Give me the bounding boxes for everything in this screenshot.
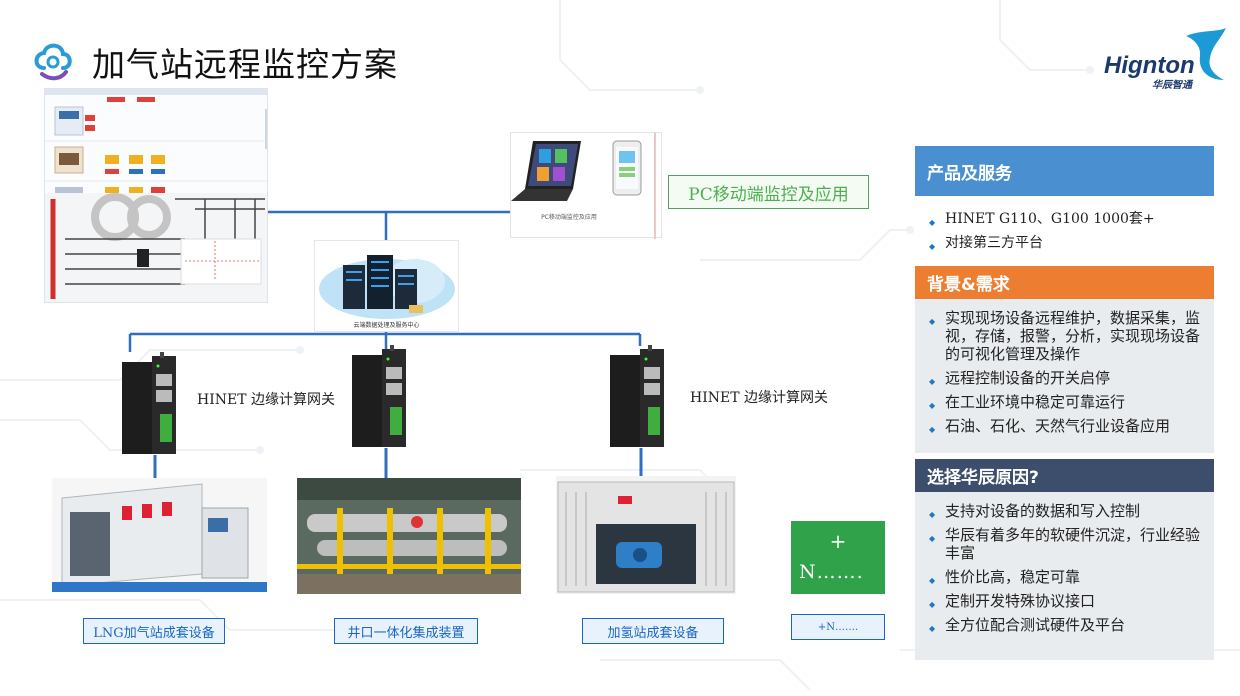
diamond-bullet-icon: ◆: [929, 425, 936, 434]
why-list: ◆支持对设备的数据和写入控制 ◆华辰有着多年的软硬件沉淀，行业经验丰富 ◆性价比…: [915, 492, 1214, 660]
list-item: ◆定制开发特殊协议接口: [927, 592, 1206, 610]
diamond-bullet-icon: ◆: [929, 510, 936, 519]
list-item: ◆HINET G110、G100 1000套+: [927, 210, 1206, 228]
list-item: ◆支持对设备的数据和写入控制: [927, 502, 1206, 520]
hignton-logo: Hignton 华辰智通: [1100, 26, 1232, 91]
laptop-caption: PC移动端监控及应用: [541, 214, 597, 221]
wellhead-equipment-image: [297, 478, 521, 594]
diamond-bullet-icon: ◆: [929, 600, 936, 609]
hydrogen-equipment-image: [556, 476, 736, 594]
list-item: ◆全方位配合测试硬件及平台: [927, 616, 1206, 634]
background-panel: 背景&需求 ◆实现现场设备远程维护，数据采集，监视，存储，报警，分析，实现现场设…: [915, 266, 1214, 453]
edge-gateway-device-1: [122, 352, 176, 454]
pc-mobile-image: PC移动端监控及应用: [510, 132, 662, 239]
diamond-bullet-icon: ◆: [929, 242, 936, 251]
hydrogen-equipment-label: 加氢站成套设备: [582, 618, 724, 644]
cloud-server-image: 云端数据处理及服务中心: [314, 240, 459, 332]
list-item: ◆对接第三方平台: [927, 234, 1206, 252]
diamond-bullet-icon: ◆: [929, 534, 936, 543]
list-item: ◆实现现场设备远程维护，数据采集，监视，存储，报警，分析，实现现场设备的可视化管…: [929, 309, 1201, 363]
products-list: ◆HINET G110、G100 1000套+ ◆对接第三方平台: [915, 196, 1214, 264]
diamond-bullet-icon: ◆: [929, 624, 936, 633]
diamond-bullet-icon: ◆: [929, 317, 936, 326]
edge-gateway-device-3: [610, 345, 664, 447]
more-devices-box: + N…….: [791, 521, 885, 594]
products-heading: 产品及服务: [915, 146, 1214, 196]
lng-equipment-image: [52, 478, 267, 592]
why-heading: 选择华辰原因?: [915, 459, 1214, 492]
diamond-bullet-icon: ◆: [929, 218, 936, 227]
list-item: ◆远程控制设备的开关启停: [927, 369, 1206, 387]
logo-subtext: 华辰智通: [1152, 80, 1192, 91]
monitoring-screenshot: [44, 88, 268, 303]
more-plus: +: [829, 529, 847, 553]
pc-mobile-label: PC移动端监控及应用: [668, 175, 869, 209]
page-title: 加气站远程监控方案: [92, 45, 398, 84]
background-list: ◆实现现场设备远程维护，数据采集，监视，存储，报警，分析，实现现场设备的可视化管…: [915, 299, 1214, 453]
logo-text: Hignton: [1104, 52, 1195, 79]
diamond-bullet-icon: ◆: [929, 401, 936, 410]
list-item: ◆性价比高，稳定可靠: [927, 568, 1206, 586]
edge-gateway-device-2: [352, 345, 406, 447]
gateway-label-1: HINET 边缘计算网关: [197, 392, 335, 408]
more-devices-label: +N…….: [791, 614, 885, 640]
wellhead-equipment-label: 井口一体化集成装置: [334, 618, 478, 644]
more-n-text: N…….: [799, 561, 864, 583]
why-panel: 选择华辰原因? ◆支持对设备的数据和写入控制 ◆华辰有着多年的软硬件沉淀，行业经…: [915, 459, 1214, 660]
gateway-label-2: HINET 边缘计算网关: [690, 390, 828, 406]
products-panel: 产品及服务 ◆HINET G110、G100 1000套+ ◆对接第三方平台: [915, 146, 1214, 264]
diamond-bullet-icon: ◆: [929, 377, 936, 386]
list-item: ◆在工业环境中稳定可靠运行: [927, 393, 1206, 411]
cloud-link-icon: [34, 43, 72, 81]
lng-equipment-label: LNG加气站成套设备: [83, 618, 225, 644]
list-item: ◆石油、石化、天然气行业设备应用: [927, 417, 1206, 435]
list-item: ◆华辰有着多年的软硬件沉淀，行业经验丰富: [929, 526, 1201, 562]
background-heading: 背景&需求: [915, 266, 1214, 299]
cloud-caption: 云端数据处理及服务中心: [353, 322, 420, 329]
diamond-bullet-icon: ◆: [929, 576, 936, 585]
